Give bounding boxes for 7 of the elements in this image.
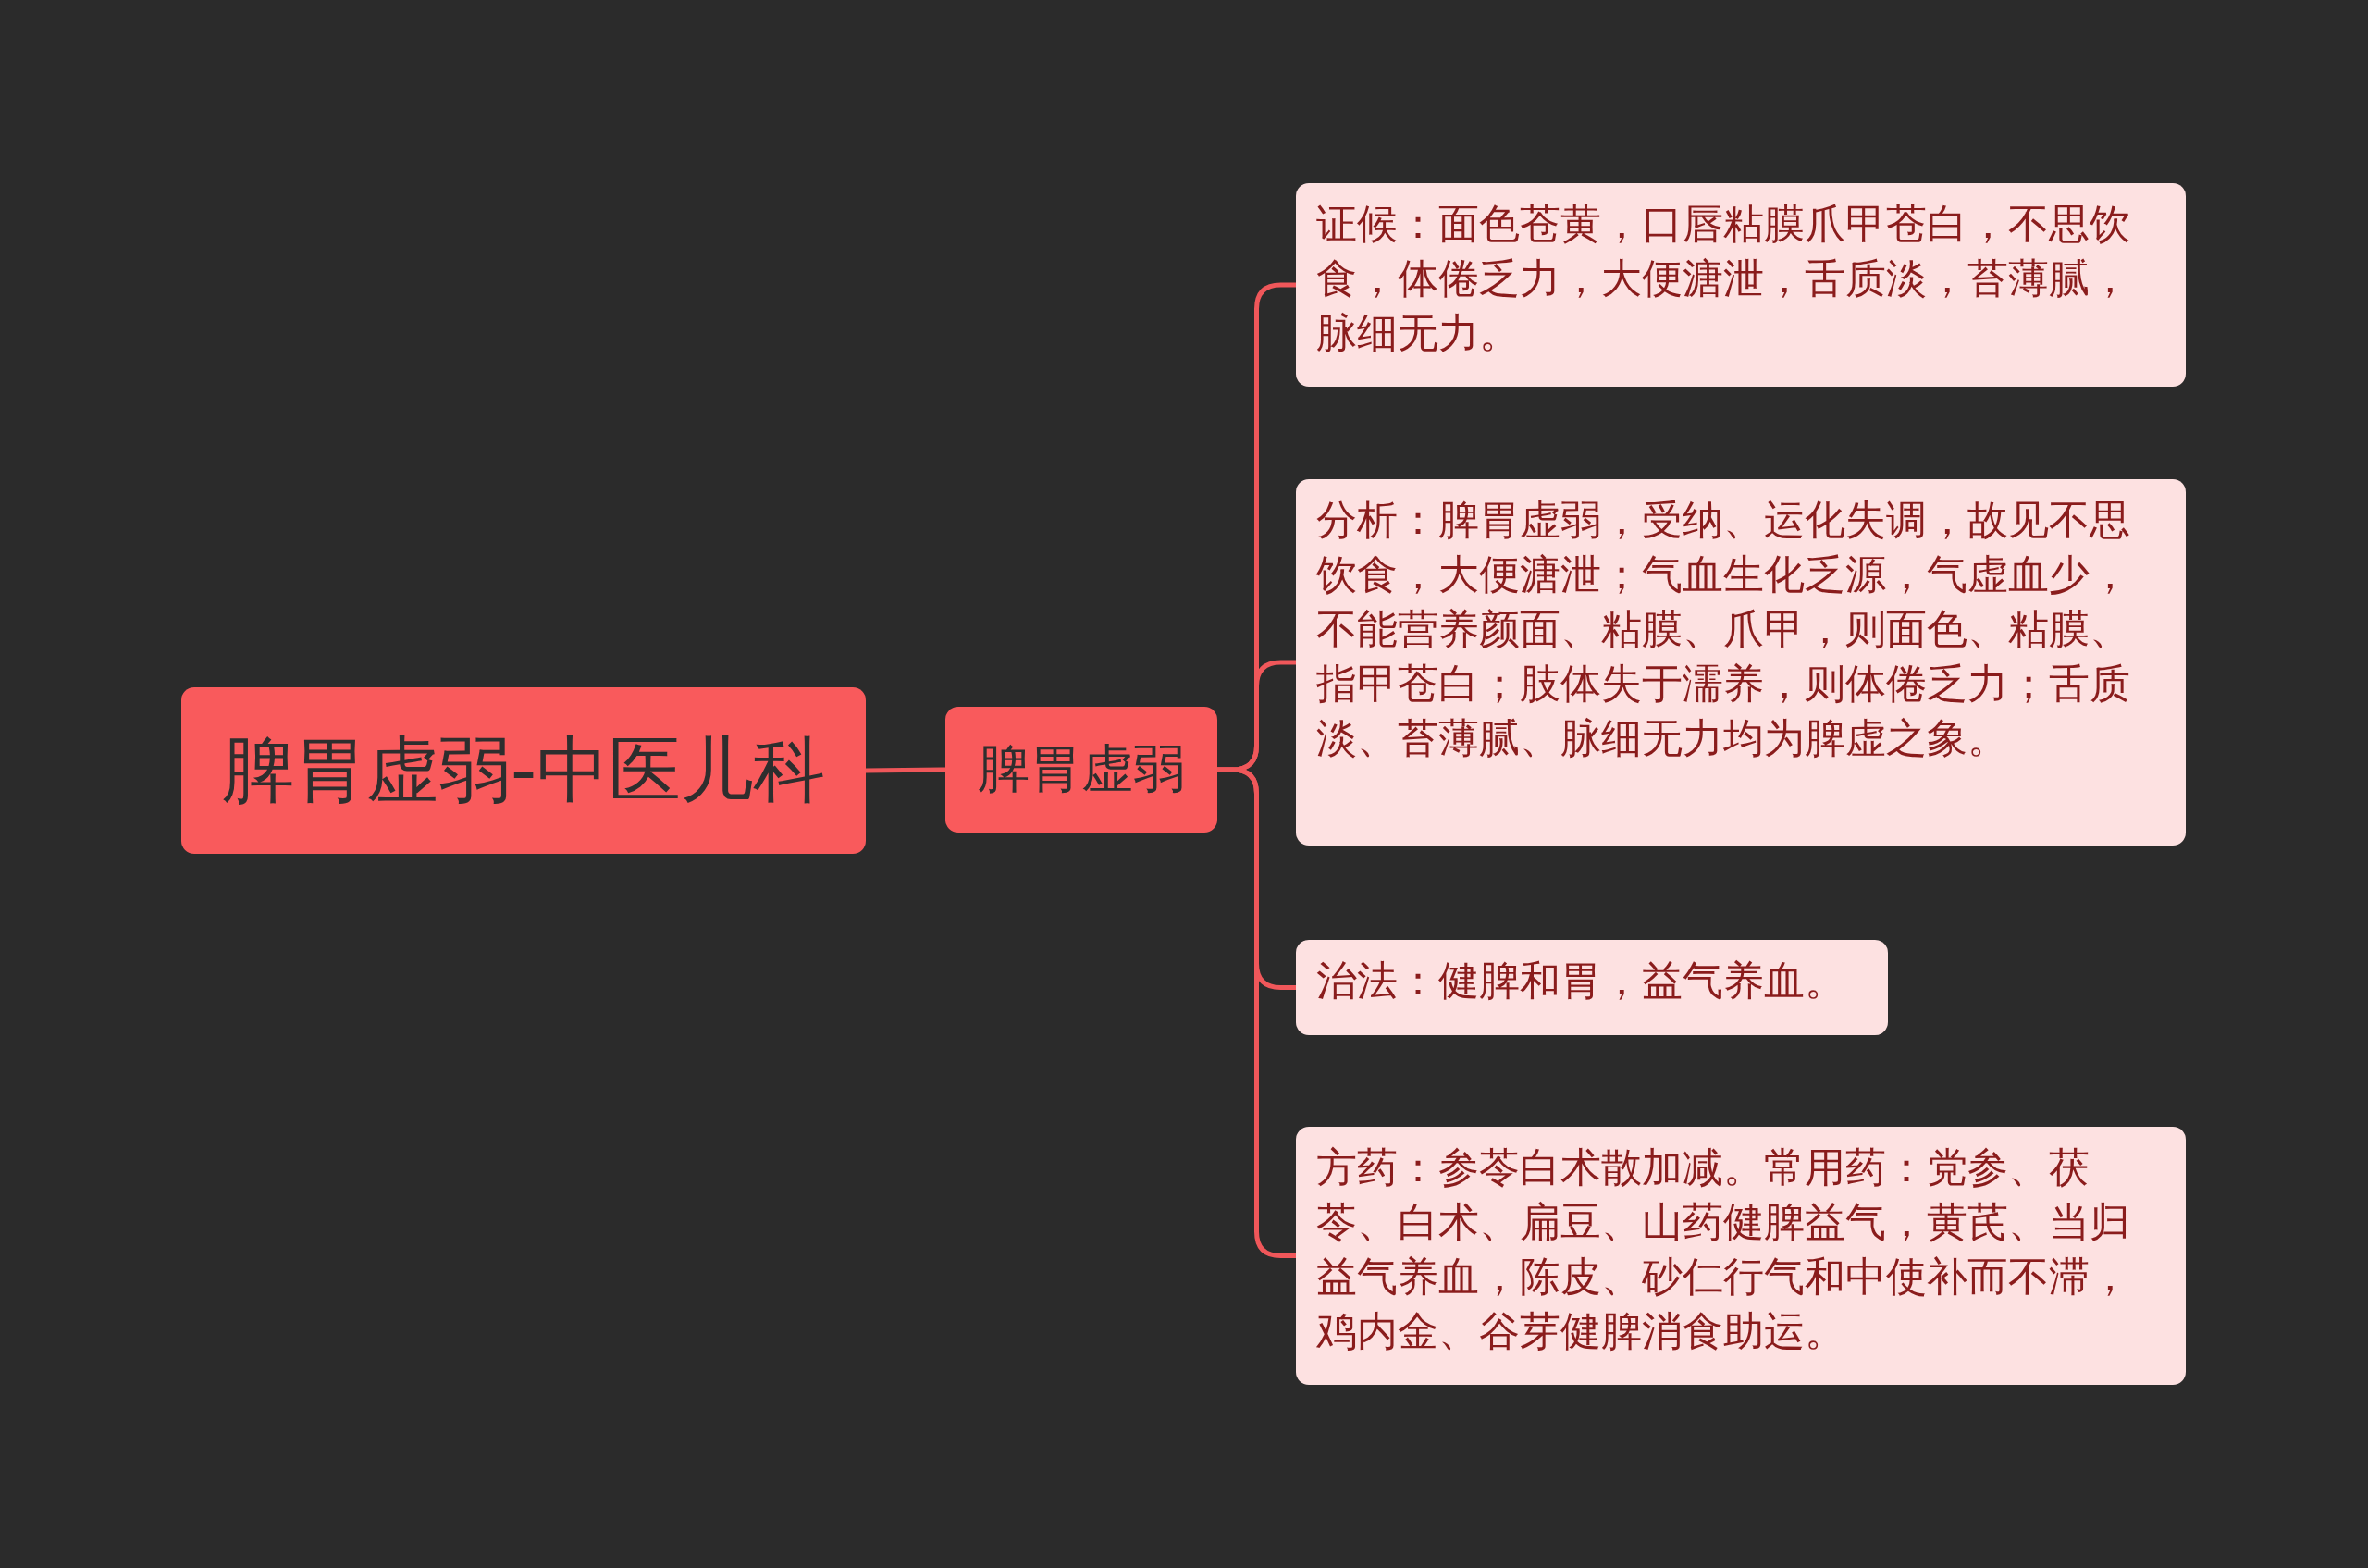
root-topic-box: 脾胃虚弱-中医儿科 [181,687,866,854]
subtopic-box: 分析：脾胃虚弱，受纳、运化失调，故见不思饮食，大便溏泄；气血生化乏源，气虚血少，不能营养颜面、粘膜、爪甲，则面色、粘膜、指甲苍白；肢体失于濡养，则体倦乏力；舌质淡、苔薄腻、脉细无力均为脾虚之象。 [1296,479,2186,846]
subtopic-box: 治法：健脾和胃，益气养血。 [1296,940,1888,1035]
connector-line [865,767,946,773]
subtopic-box: 方药：参苓白术散加减。常用药：党参、茯苓、白术、扁豆、山药健脾益气，黄芪、当归益气养血，陈皮、砂仁行气和中使补而不滞，鸡内金、谷芽健脾消食助运。 [1296,1127,2186,1385]
subtopic-box: 证候：面色苍黄，口唇粘膜爪甲苍白，不思饮食，体倦乏力，大便溏泄，舌质淡，苔薄腻，脉细无力。 [1296,183,2186,387]
topic-box: 脾胃虚弱 [945,707,1217,833]
